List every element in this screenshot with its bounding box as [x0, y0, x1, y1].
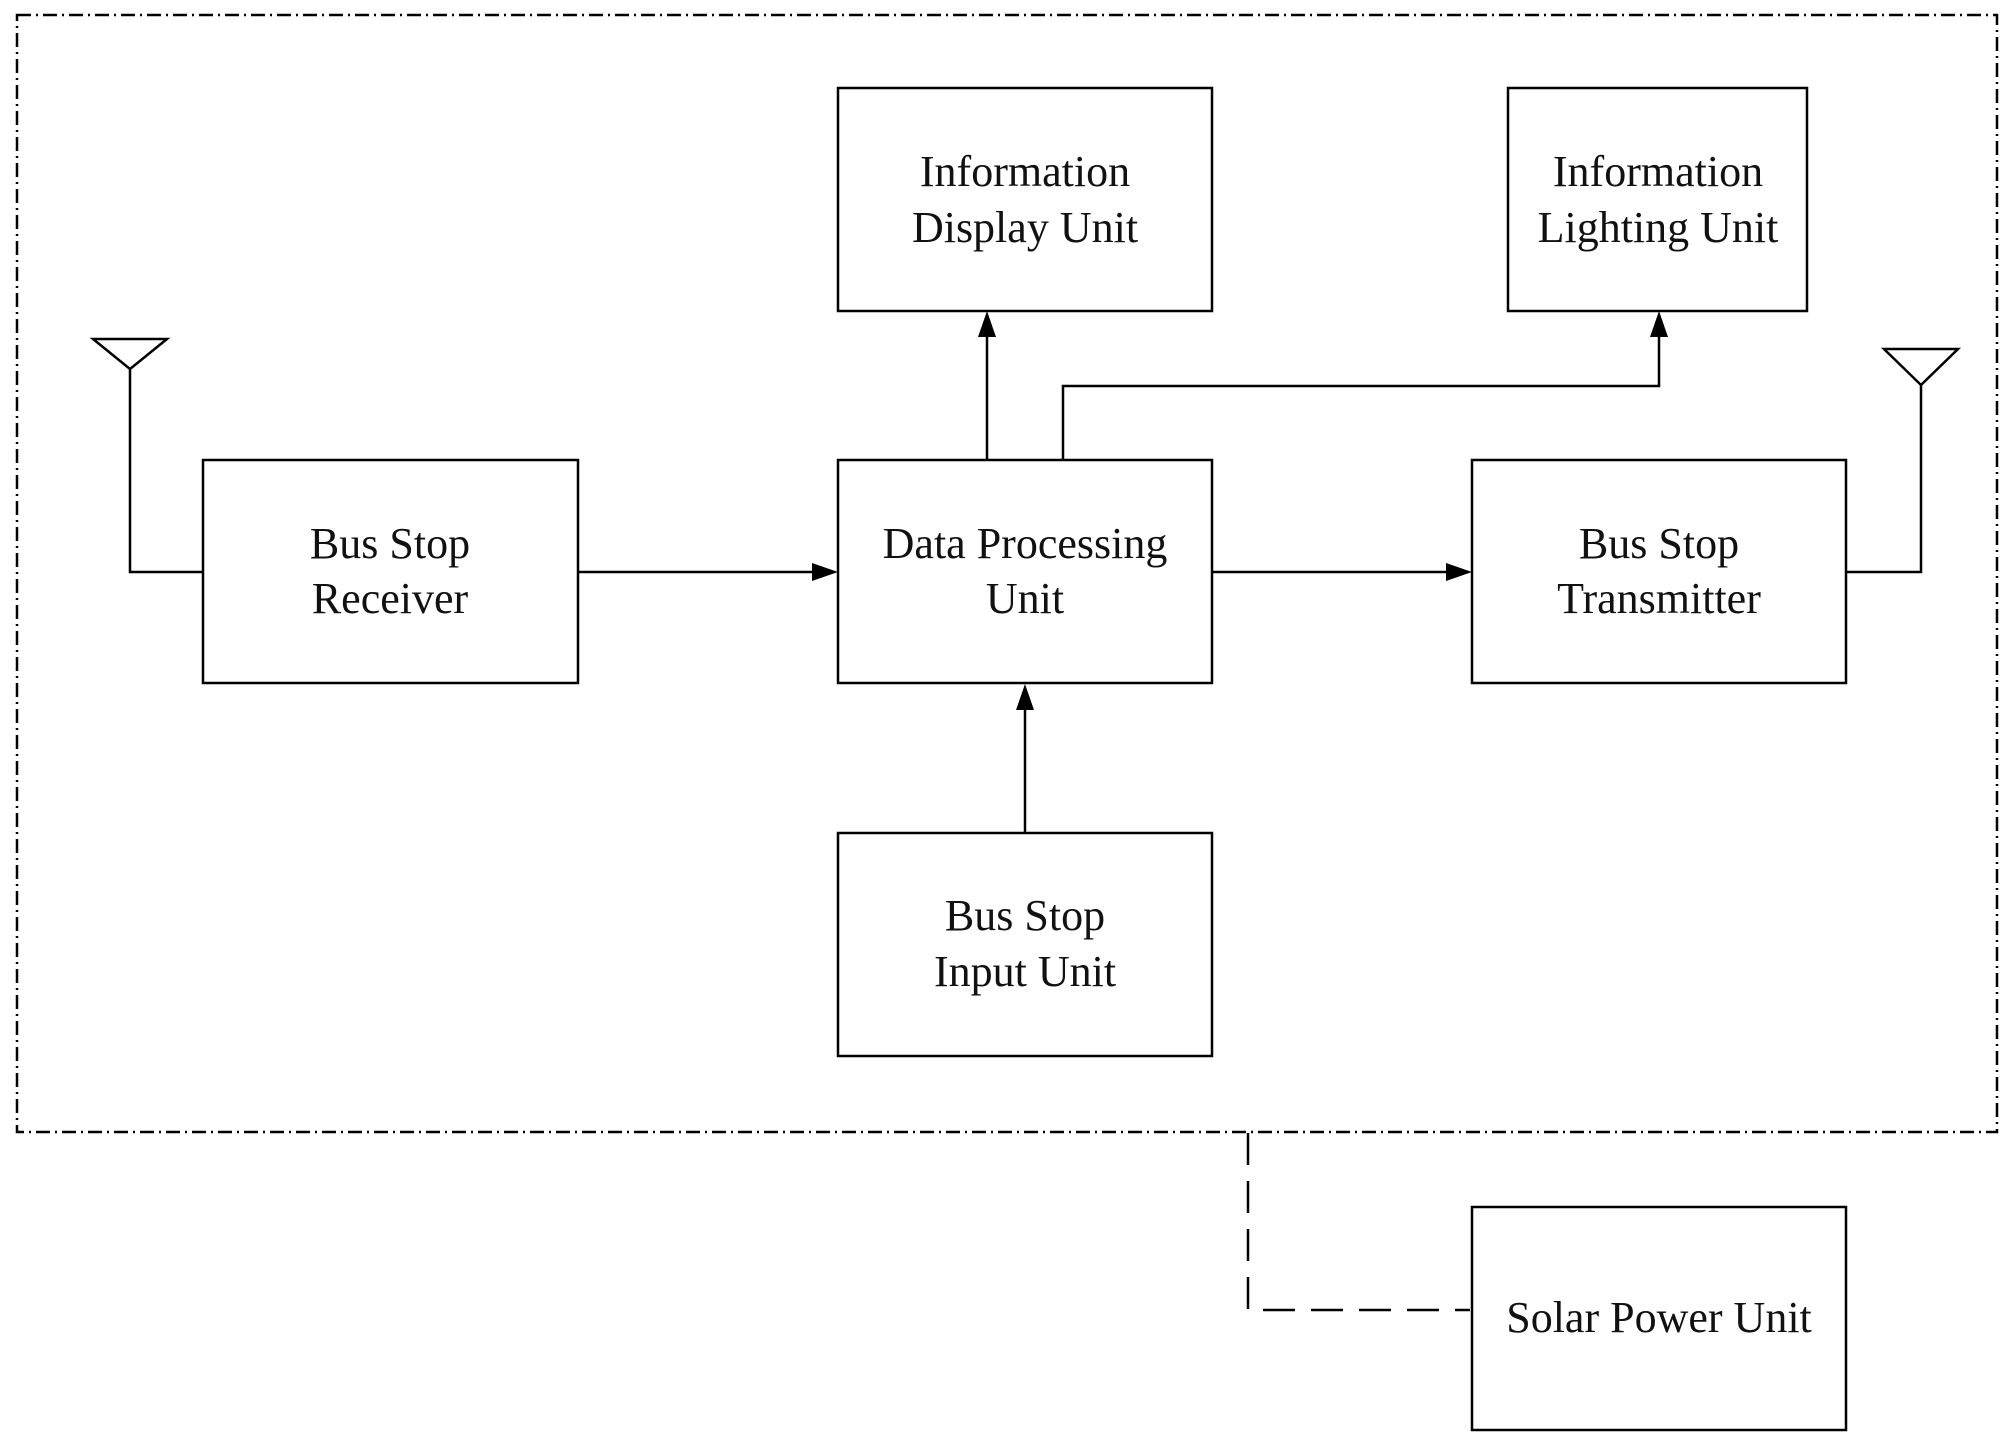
connector-lines — [578, 311, 1668, 1312]
bus-stop-transmitter-label: Bus Stop — [1579, 519, 1739, 568]
data-processing-unit-block: Data Processing Unit — [836, 458, 1214, 685]
information-lighting-unit-label: Lighting Unit — [1538, 203, 1779, 252]
solar-power-unit-label: Solar Power Unit — [1506, 1293, 1812, 1342]
bus-stop-receiver-block: Bus Stop Receiver — [201, 458, 580, 685]
information-display-unit-block: Information Display Unit — [836, 86, 1214, 313]
solar-power-link — [1246, 1133, 1470, 1312]
display-input-arrowhead — [978, 311, 996, 337]
solar-power-unit-block: Solar Power Unit — [1470, 1205, 1848, 1432]
bus-stop-transmitter-label: Transmitter — [1557, 574, 1761, 623]
transmitter-input-arrowhead — [1446, 563, 1472, 581]
information-lighting-unit-block: Information Lighting Unit — [1506, 86, 1809, 313]
information-display-unit-label: Display Unit — [912, 203, 1138, 252]
data-processing-unit-label: Unit — [986, 574, 1064, 623]
transmitter-antenna-icon — [1846, 347, 1962, 574]
processing-bottom-arrowhead — [1016, 684, 1034, 710]
bus-stop-transmitter-block: Bus Stop Transmitter — [1470, 458, 1848, 685]
bus-stop-input-unit-label: Input Unit — [934, 947, 1116, 996]
data-processing-unit-label: Data Processing — [883, 519, 1168, 568]
bus-stop-input-unit-block: Bus Stop Input Unit — [836, 831, 1214, 1058]
information-display-unit-label: Information — [920, 147, 1130, 196]
processing-input-arrowhead — [812, 563, 838, 581]
bus-stop-receiver-label: Bus Stop — [310, 519, 470, 568]
system-enclosure-border — [15, 13, 1999, 1134]
bus-stop-receiver-label: Receiver — [312, 574, 469, 623]
receiver-antenna-icon — [89, 337, 203, 574]
lighting-input-arrowhead — [1650, 311, 1668, 337]
bus-stop-input-unit-label: Bus Stop — [945, 891, 1105, 940]
information-lighting-unit-label: Information — [1553, 147, 1763, 196]
processing-to-lighting-line — [1061, 333, 1661, 460]
